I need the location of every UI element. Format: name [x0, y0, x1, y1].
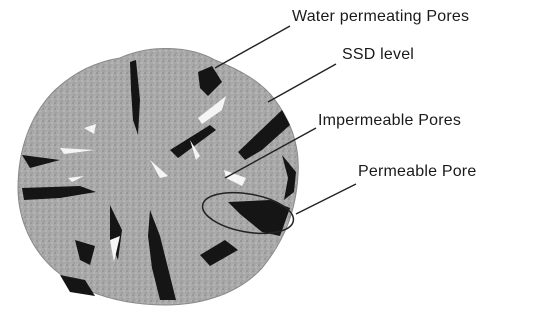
leader-line-water	[215, 26, 290, 68]
label-permeable-pore: Permeable Pore	[358, 163, 476, 181]
label-impermeable-pores: Impermeable Pores	[318, 112, 461, 130]
label-water-permeating-pores: Water permeating Pores	[292, 8, 469, 26]
leader-line-permeable	[296, 184, 356, 214]
leader-line-ssd	[268, 64, 336, 102]
label-ssd-level: SSD level	[342, 46, 414, 64]
